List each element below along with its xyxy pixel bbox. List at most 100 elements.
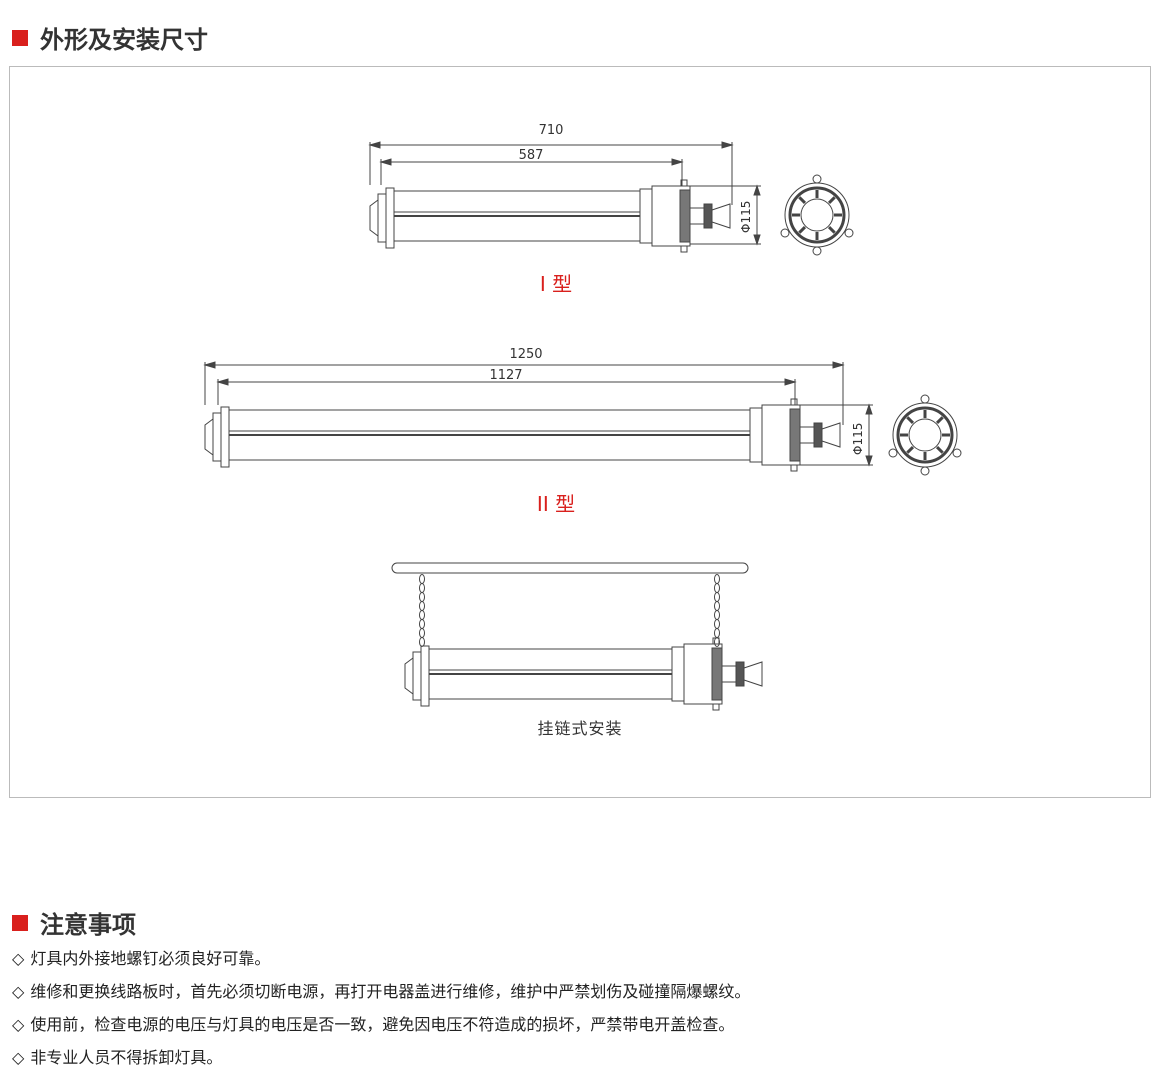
mount-lug: [812, 174, 822, 184]
chain-link: [714, 583, 720, 593]
bolt: [680, 245, 688, 253]
arrow: [784, 378, 797, 386]
rib: [798, 196, 807, 205]
diamond-bullet-icon: ◇: [12, 1048, 25, 1067]
chain-link: [419, 619, 425, 629]
diamond-bullet-icon: ◇: [12, 982, 25, 1001]
bolt: [712, 637, 720, 645]
mount-lug: [812, 246, 822, 256]
dimension-drawing-frame: [9, 66, 1151, 798]
notes-section-title: 注意事项: [12, 905, 136, 940]
housing-ring: [896, 406, 954, 464]
end-flange: [220, 406, 230, 468]
guard-cage: [204, 418, 214, 456]
note-text: 非专业人员不得拆卸灯具。: [30, 1048, 223, 1067]
chain-link: [714, 610, 720, 620]
hanging-rod: [391, 562, 749, 574]
note-item: ◇ 维修和更换线路板时，首先必须切断电源，再打开电器盖进行维修，维护中严禁划伤及碰…: [12, 979, 750, 1012]
chain-link: [714, 601, 720, 611]
threaded-ring: [679, 189, 691, 243]
note-text: 灯具内外接地螺钉必须良好可靠。: [30, 949, 271, 968]
rib: [935, 445, 944, 454]
type2-diameter: Φ115: [851, 423, 865, 455]
type2-drawing: [203, 361, 962, 476]
chain-mount-drawing: [391, 562, 763, 711]
section-marker: [12, 914, 28, 931]
mount-lug: [920, 394, 930, 404]
chain-link: [419, 601, 425, 611]
notes-list: ◇ 灯具内外接地螺钉必须良好可靠。 ◇ 维修和更换线路板时，首先必须切断电源，再打开…: [12, 946, 750, 1078]
cable-gland: [799, 426, 815, 444]
housing-ring: [788, 186, 846, 244]
rib: [798, 225, 807, 234]
type2-inner-length: 1127: [489, 368, 522, 383]
type1-overall-length: 710: [539, 123, 564, 138]
type1-diameter: Φ115: [739, 201, 753, 233]
type2-label: II 型: [537, 492, 575, 516]
mount-lug: [780, 228, 790, 238]
arrow: [671, 158, 684, 166]
arrow: [721, 141, 734, 149]
arrow: [865, 455, 873, 467]
note-item: ◇ 非专业人员不得拆卸灯具。: [12, 1045, 750, 1078]
arrow: [379, 158, 392, 166]
end-cap: [377, 193, 387, 243]
guard-cage: [404, 657, 414, 695]
dimensions-section-title: 外形及安装尺寸: [12, 20, 208, 55]
chain-link: [419, 637, 425, 647]
section-title-text: 注意事项: [40, 911, 136, 939]
end-flange: [385, 187, 395, 249]
mount-lug: [920, 466, 930, 476]
note-item: ◇ 使用前，检查电源的电压与灯具的电压是否一致，避免因电压不符造成的损坏，严禁带电…: [12, 1012, 750, 1045]
cable-gland-nut: [735, 661, 745, 687]
chain-link: [714, 628, 720, 638]
chain-link: [419, 574, 425, 584]
guard-cage: [369, 199, 379, 237]
housing-inner: [908, 418, 942, 452]
diamond-bullet-icon: ◇: [12, 949, 25, 968]
cable-entry: [743, 661, 763, 687]
bolt: [680, 179, 688, 187]
bolt: [790, 464, 798, 472]
end-flange: [420, 645, 430, 707]
rib: [935, 416, 944, 425]
chain-link: [714, 619, 720, 629]
arrow: [832, 361, 845, 369]
arrow: [216, 378, 229, 386]
end-cap: [212, 412, 222, 462]
section-title-text: 外形及安装尺寸: [40, 26, 208, 54]
mount-lug: [844, 228, 854, 238]
threaded-ring: [711, 647, 723, 701]
section-marker: [12, 29, 28, 46]
chain-mount-label: 挂链式安装: [537, 719, 622, 738]
cable-entry: [821, 422, 841, 448]
chain-link: [714, 592, 720, 602]
arrow: [753, 234, 761, 246]
note-text: 维修和更换线路板时，首先必须切断电源，再打开电器盖进行维修，维护中严禁划伤及碰撞…: [30, 982, 751, 1001]
type1-inner-length: 587: [519, 148, 544, 163]
chain-link: [714, 574, 720, 584]
chain-link: [419, 592, 425, 602]
rib: [906, 416, 915, 425]
mount-lug: [888, 448, 898, 458]
diamond-bullet-icon: ◇: [12, 1015, 25, 1034]
end-cap: [412, 651, 422, 701]
cable-entry: [711, 203, 731, 229]
end-plate: [639, 188, 653, 244]
end-plate: [671, 646, 685, 702]
arrow: [203, 361, 216, 369]
type1-drawing: [368, 141, 854, 256]
bolt: [712, 703, 720, 711]
bolt: [790, 398, 798, 406]
arrow: [368, 141, 381, 149]
end-plate: [749, 407, 763, 463]
cable-gland-nut: [813, 422, 823, 448]
dimension-drawings: 710 587 Φ115 I 型 1250 1127 Φ115 II 型 挂链式…: [203, 123, 962, 738]
note-text: 使用前，检查电源的电压与灯具的电压是否一致，避免因电压不符造成的损坏，严禁带电开…: [30, 1015, 735, 1034]
mount-lug: [952, 448, 962, 458]
cable-gland-nut: [703, 203, 713, 229]
type1-label: I 型: [540, 272, 572, 296]
cable-gland: [721, 665, 737, 683]
rib: [827, 225, 836, 234]
cable-gland: [689, 207, 705, 225]
